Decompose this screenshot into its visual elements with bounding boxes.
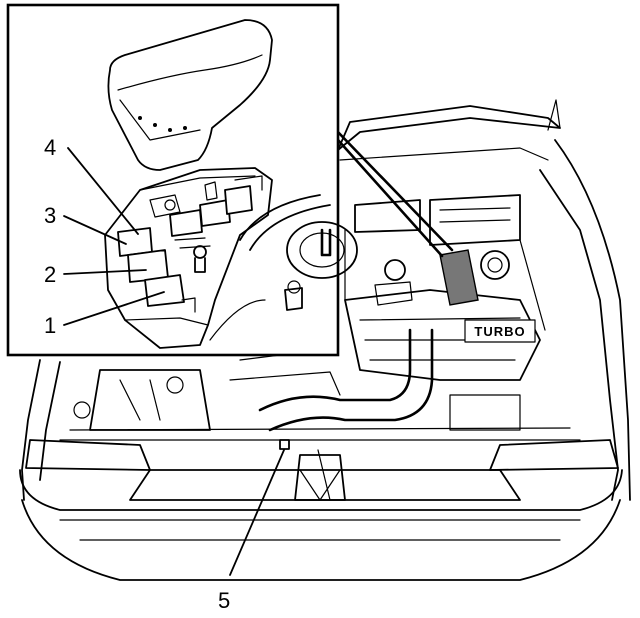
- leader-line-4: [67, 147, 139, 235]
- callout-2: 2: [44, 262, 56, 287]
- leader-line-5: [229, 449, 285, 576]
- fuse-box-lid: [107, 19, 273, 171]
- callout-5: 5: [218, 588, 230, 613]
- fuse-box-detail-inset: 4 3 2 1: [6, 3, 358, 357]
- turbo-badge-text: TURBO: [474, 324, 525, 339]
- location-marker-5: [279, 439, 290, 450]
- leader-line-3: [63, 215, 127, 245]
- leader-line-1: [63, 291, 165, 326]
- car-front-illustration: TURBO: [19, 99, 631, 581]
- callout-4: 4: [44, 135, 56, 160]
- strut-tower: [209, 194, 358, 341]
- leader-line-2: [63, 269, 147, 275]
- callout-1: 1: [44, 313, 56, 338]
- callout-3: 3: [44, 203, 56, 228]
- fuse-box-body: [104, 167, 273, 349]
